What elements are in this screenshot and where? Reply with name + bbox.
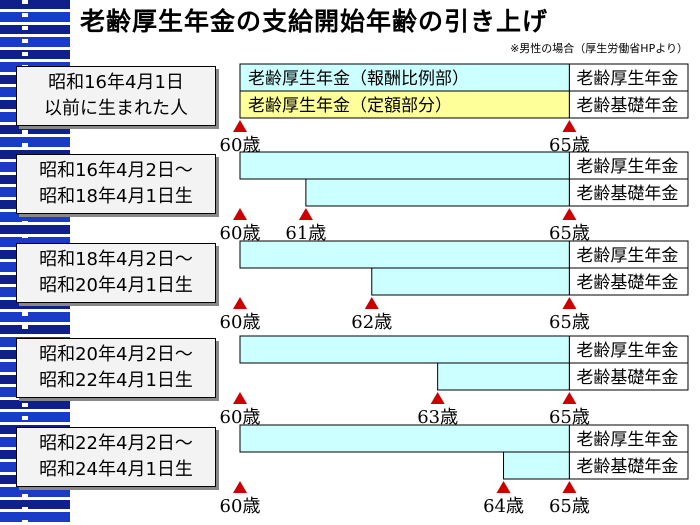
row-1-age-65-marker xyxy=(562,120,577,132)
row-label-1-line1: 昭和16年4月1日 xyxy=(48,72,184,93)
row-2-after65-box-2 xyxy=(568,178,689,207)
row-2-bar-1 xyxy=(239,151,570,180)
row-4-bar-1 xyxy=(239,335,570,364)
row-4-after65-label-1: 老齢厚生年金 xyxy=(576,341,678,361)
row-3-after65-label-2: 老齢基礎年金 xyxy=(576,273,678,293)
row-1-age-60-label: 60歳 xyxy=(220,135,261,156)
row-2-bar-2 xyxy=(305,178,570,207)
row-3-bar-1 xyxy=(239,240,570,269)
row-label-5-line1: 昭和22年4月2日～ xyxy=(39,433,193,454)
row-label-4-line2: 昭和22年4月1日生 xyxy=(39,370,193,391)
row-4-age-63-marker xyxy=(430,392,445,404)
row-2-after65-label-1: 老齢厚生年金 xyxy=(576,157,678,177)
row-4-age-60-marker xyxy=(233,392,247,404)
row-2-age-65-marker xyxy=(562,208,577,220)
row-2-after65-box-1 xyxy=(568,151,689,180)
row-label-5-line2: 昭和24年4月1日生 xyxy=(39,459,193,480)
row-5-age-64-marker xyxy=(496,481,511,493)
row-1-after65-box-1 xyxy=(568,63,689,92)
row-4-age-63-label: 63歳 xyxy=(417,407,458,428)
row-4-age-65-label: 65歳 xyxy=(549,407,590,428)
row-5-after65-box-1 xyxy=(568,424,689,453)
row-5-age-64-label: 64歳 xyxy=(483,496,524,517)
row-3-after65-box-2 xyxy=(568,267,689,296)
row-label-1-line2: 以前に生まれた人 xyxy=(44,98,188,119)
row-4-age-65-marker xyxy=(562,392,577,404)
row-2-age-60-marker xyxy=(233,208,247,220)
row-3-age-62-label: 62歳 xyxy=(351,312,392,333)
row-2-age-61-marker xyxy=(298,208,313,220)
row-3-age-65-marker xyxy=(562,297,577,309)
row-label-3-line2: 昭和20年4月1日生 xyxy=(39,275,193,296)
row-label-1: 昭和16年4月1日 以前に生まれた人 xyxy=(16,66,216,126)
row-label-4: 昭和20年4月2日～ 昭和22年4月1日生 xyxy=(16,338,216,398)
row-2-after65-label-2: 老齢基礎年金 xyxy=(576,184,678,204)
row-5-after65-box-2 xyxy=(568,451,689,480)
row-1-after65-label-2: 老齢基礎年金 xyxy=(576,96,678,116)
row-1-bar-2 xyxy=(239,90,570,119)
row-2-age-61-label: 61歳 xyxy=(285,223,326,244)
row-5-after65-label-1: 老齢厚生年金 xyxy=(576,430,678,450)
row-5-age-65-marker xyxy=(562,481,577,493)
row-4-age-60-label: 60歳 xyxy=(220,407,261,428)
row-1-bar-1-label: 老齢厚生年金（報酬比例部） xyxy=(248,69,469,89)
row-1-after65-label-1: 老齢厚生年金 xyxy=(576,69,678,89)
row-1-age-65-label: 65歳 xyxy=(549,135,590,156)
row-label-2-line1: 昭和16年4月2日～ xyxy=(39,160,193,181)
row-3-age-60-marker xyxy=(233,297,247,309)
row-label-3-line1: 昭和18年4月2日～ xyxy=(39,249,193,270)
row-3-age-60-label: 60歳 xyxy=(220,312,261,333)
row-label-4-line1: 昭和20年4月2日～ xyxy=(39,344,193,365)
row-label-2: 昭和16年4月2日～ 昭和18年4月1日生 xyxy=(16,154,216,214)
row-1-after65-box-2 xyxy=(568,90,689,119)
row-1-age-60-marker xyxy=(233,120,247,132)
row-label-5: 昭和22年4月2日～ 昭和24年4月1日生 xyxy=(16,427,216,487)
row-5-bar-1 xyxy=(239,424,570,453)
row-5-age-65-label: 65歳 xyxy=(549,496,590,517)
row-2-age-60-label: 60歳 xyxy=(220,223,261,244)
row-5-age-60-marker xyxy=(233,481,247,493)
row-label-3: 昭和18年4月2日～ 昭和20年4月1日生 xyxy=(16,243,216,303)
row-4-after65-label-2: 老齢基礎年金 xyxy=(576,368,678,388)
row-3-after65-label-1: 老齢厚生年金 xyxy=(576,246,678,266)
page-title: 老齢厚生年金の支給開始年齢の引き上げ xyxy=(80,7,549,36)
row-4-bar-2 xyxy=(437,362,570,391)
row-5-bar-2 xyxy=(503,451,570,480)
row-2-age-65-label: 65歳 xyxy=(549,223,590,244)
row-4-after65-box-2 xyxy=(568,362,689,391)
row-label-2-line2: 昭和18年4月1日生 xyxy=(39,186,193,207)
row-5-after65-label-2: 老齢基礎年金 xyxy=(576,457,678,477)
source-note: ※男性の場合（厚生労働省HPより） xyxy=(510,42,688,55)
row-3-age-65-label: 65歳 xyxy=(549,312,590,333)
row-3-age-62-marker xyxy=(364,297,379,309)
row-1-bar-2-label: 老齢厚生年金（定額部分） xyxy=(248,96,452,116)
row-3-bar-2 xyxy=(371,267,570,296)
row-5-age-60-label: 60歳 xyxy=(220,496,261,517)
row-3-after65-box-1 xyxy=(568,240,689,269)
